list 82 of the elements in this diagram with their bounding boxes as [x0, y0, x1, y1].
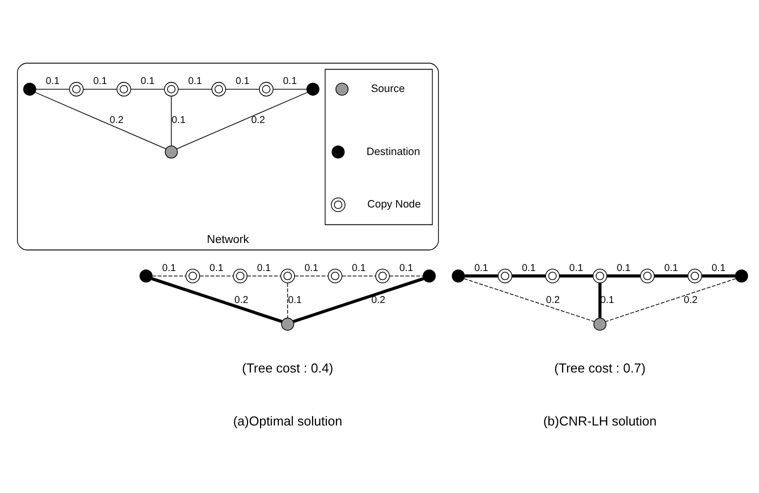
edge-label: 0.1 [140, 76, 154, 88]
connector [272, 88, 307, 90]
connector [702, 274, 736, 278]
connector [512, 274, 546, 278]
node-circle [116, 82, 132, 96]
edge-label: 0.1 [616, 262, 631, 274]
label: (a)Optimal solution [233, 413, 342, 428]
connector [225, 88, 260, 90]
connector [36, 88, 70, 90]
node-circle [593, 318, 606, 331]
node-circle [332, 145, 345, 158]
connector [605, 278, 736, 322]
node-circle [164, 82, 179, 96]
label: (Tree cost : 0.4) [242, 360, 334, 376]
node-circle [422, 269, 436, 282]
edge-label: 0.1 [399, 262, 414, 274]
label: (Tree cost : 0.7) [554, 360, 646, 376]
connector [598, 283, 602, 318]
connector [292, 277, 424, 324]
node-circle [545, 268, 560, 284]
node-circle [306, 82, 320, 96]
edge-label: 0.1 [474, 262, 488, 274]
legend-label: Destination [366, 146, 420, 158]
legend-label: Copy Node [367, 198, 421, 211]
node-circle [498, 268, 512, 284]
edge-label: 0.1 [283, 76, 297, 88]
edge-label: 0.2 [546, 295, 560, 306]
node-circle [328, 268, 342, 284]
node-circle [185, 268, 200, 284]
edge-label: 0.2 [371, 295, 386, 306]
node-circle [330, 198, 346, 212]
label: (b)CNR-LH solution [543, 413, 657, 428]
edge-label: 0.1 [236, 76, 250, 88]
connector [654, 274, 688, 278]
node-circle [592, 268, 608, 284]
node-circle [452, 269, 465, 282]
node-circle [212, 82, 226, 96]
edge-label: 0.1 [304, 262, 318, 274]
edge-label: 0.1 [712, 262, 726, 274]
edge-label: 0.1 [664, 262, 678, 274]
connector [34, 92, 166, 150]
node-circle [735, 269, 748, 282]
connector [287, 282, 288, 318]
node-circle [164, 145, 178, 158]
edge-label: 0.1 [188, 76, 202, 88]
cluster [324, 68, 433, 226]
connector [178, 88, 212, 90]
edge-label: 0.1 [288, 295, 302, 306]
connector [606, 274, 640, 278]
edge-label: 0.1 [93, 76, 108, 88]
edge-label: 0.1 [352, 262, 366, 274]
node-circle [258, 82, 274, 96]
connector [83, 88, 118, 90]
edge-label: 0.1 [569, 262, 584, 274]
edge-label: 0.2 [110, 115, 124, 126]
node-circle [140, 269, 153, 282]
node-circle [280, 268, 295, 284]
edge-label: 0.1 [172, 115, 186, 126]
node-circle [281, 318, 294, 331]
edge-label: 0.1 [210, 262, 224, 274]
node-circle [69, 82, 84, 96]
edge-label: 0.2 [684, 295, 698, 306]
edge-label: 0.1 [162, 262, 176, 274]
edge-label: 0.2 [234, 295, 248, 306]
node-circle [688, 268, 702, 284]
connector [176, 92, 308, 150]
edge-label: 0.1 [522, 262, 536, 274]
node-circle [232, 268, 248, 284]
edge-label: 0.1 [46, 76, 60, 88]
connector [559, 274, 593, 278]
connector [151, 277, 282, 324]
connector [464, 274, 498, 278]
node-circle [375, 268, 390, 284]
legend-label: Source [370, 83, 405, 96]
connector [170, 96, 172, 146]
node-circle [640, 268, 655, 284]
connector [130, 88, 165, 90]
connector [464, 278, 595, 322]
node-circle [23, 82, 36, 96]
node-circle [335, 82, 348, 96]
edge-label: 0.1 [257, 262, 271, 274]
edge-label: 0.2 [251, 115, 266, 126]
